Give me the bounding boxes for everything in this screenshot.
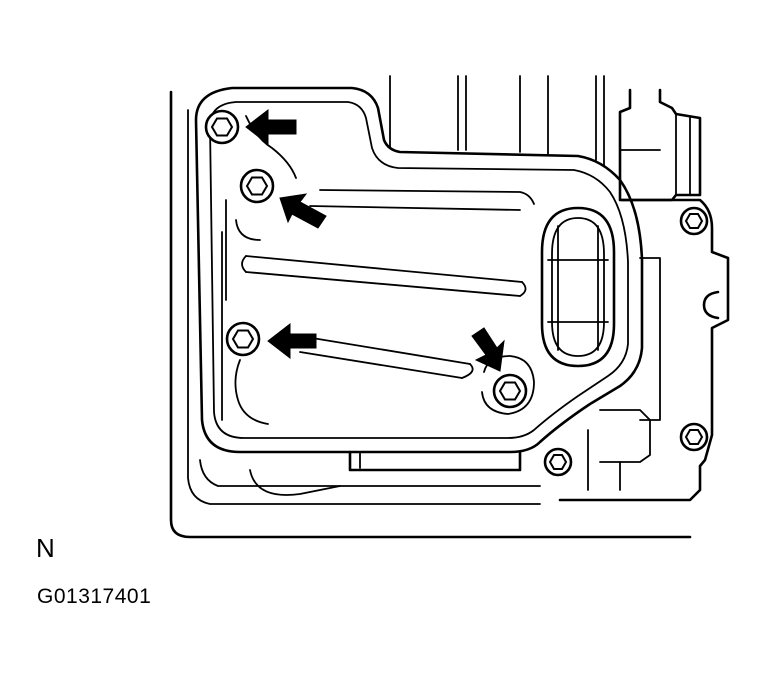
strainer-bolt-3 (225, 321, 261, 357)
strainer-bolt-2 (239, 168, 275, 204)
figure-code: G01317401 (37, 585, 152, 608)
bolt-pointer-arrow-3 (267, 322, 317, 360)
bolt-pointer-arrow-4 (471, 327, 505, 372)
intake-opening (540, 206, 616, 368)
strainer-bolt-1 (204, 109, 240, 145)
solenoid-connector (618, 88, 702, 202)
orientation-label: N (36, 533, 55, 563)
bolt-pointer-arrow-1 (245, 108, 297, 146)
strainer-outer-body (194, 86, 644, 454)
strainer-inner-lip (209, 101, 629, 439)
valve-body-plate (558, 198, 730, 502)
valve-body-lines (389, 75, 605, 166)
strainer-ribs (221, 115, 535, 425)
valve-body-bolt-2 (679, 422, 709, 452)
case-outline (169, 90, 692, 539)
pan-lower-lines (187, 109, 541, 505)
strainer-bolt-4 (492, 373, 528, 409)
bolt-pointer-arrow-2 (279, 193, 327, 229)
valve-body-bolt-3 (543, 447, 573, 477)
valve-body-bolt-1 (679, 206, 709, 236)
